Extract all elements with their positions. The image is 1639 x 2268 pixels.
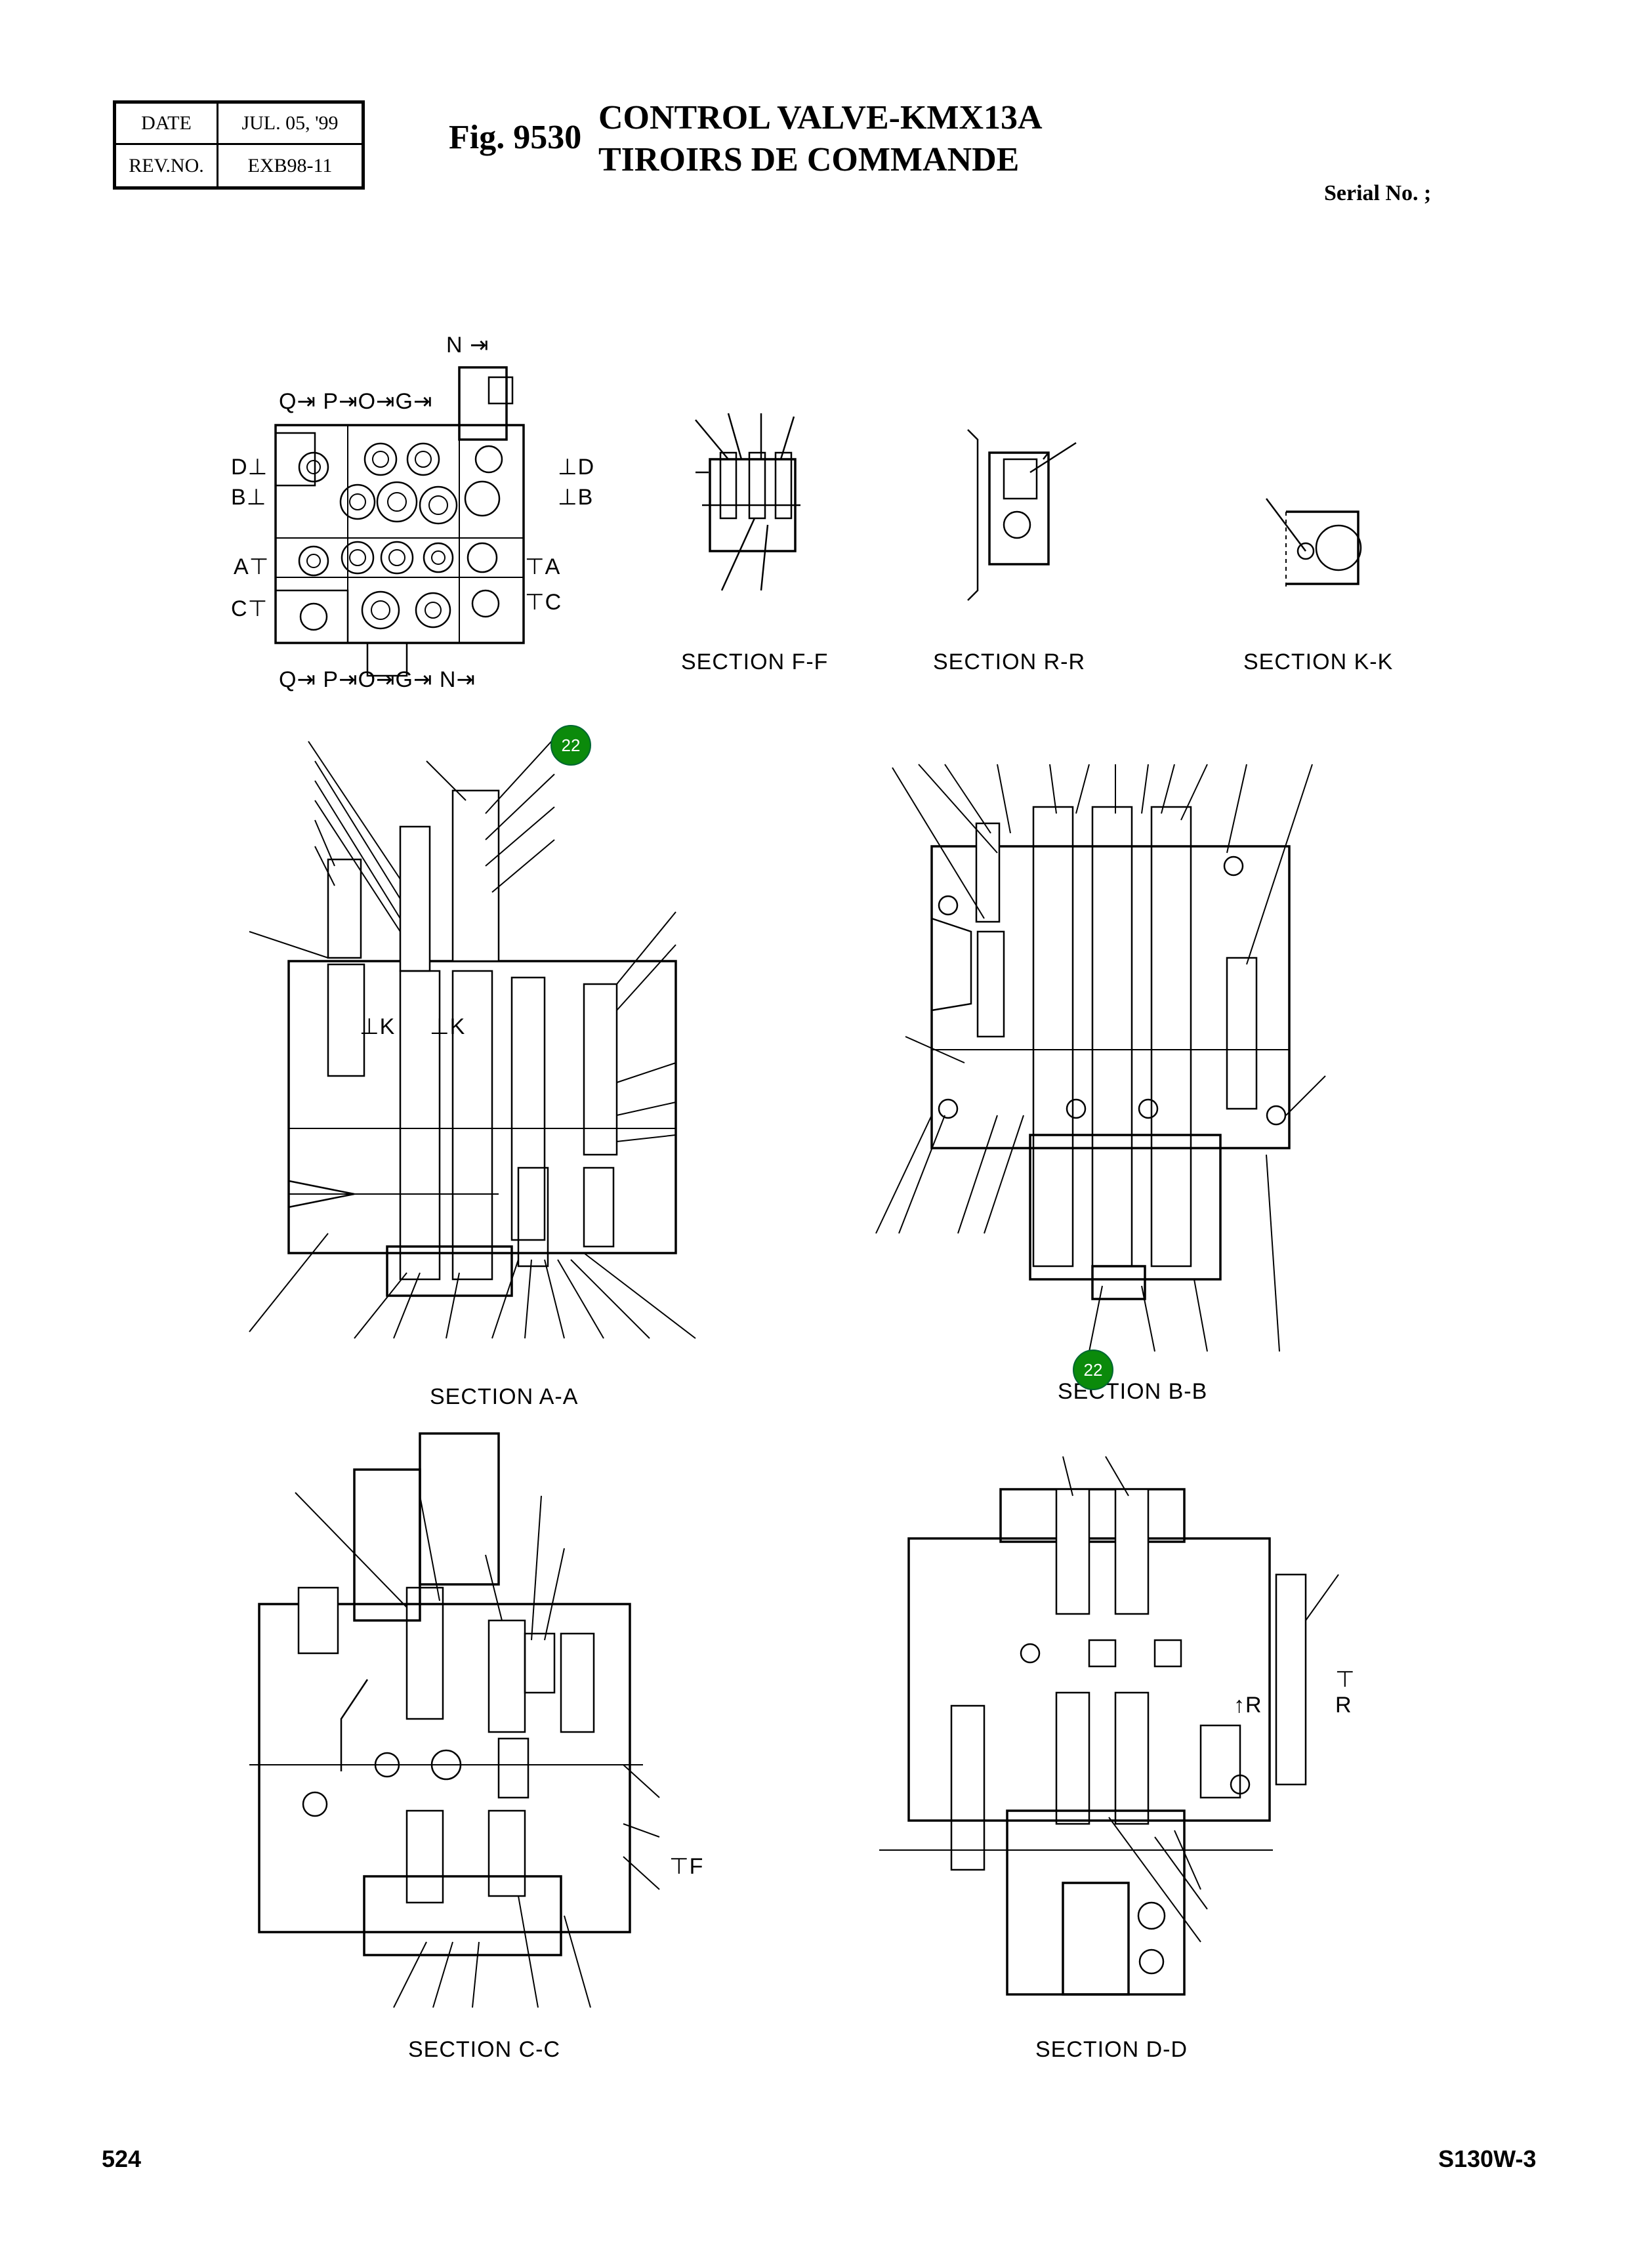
- serial-number: Serial No. ;: [1324, 181, 1432, 205]
- section-k-k-label: SECTION K-K: [1243, 649, 1394, 674]
- section-a-a-label: SECTION A-A: [430, 1384, 579, 1409]
- page-number: 524: [102, 2145, 142, 2172]
- rev-value: EXB98-11: [247, 154, 333, 176]
- right-marker-d: ⊥D: [558, 455, 595, 480]
- date-label: DATE: [116, 104, 218, 145]
- right-marker-b: ⊥B: [558, 485, 594, 510]
- bottom-row-markers: Q⇥ P⇥O⇥G⇥ N⇥: [279, 667, 476, 692]
- svg-text:22: 22: [1084, 1360, 1103, 1380]
- section-f-f-label: SECTION F-F: [681, 649, 829, 674]
- left-marker-c: C⊤: [231, 596, 268, 621]
- marker-k-right: ⊥K: [430, 1014, 466, 1039]
- rev-label: REV.NO.: [116, 145, 218, 186]
- marker-r-right: ⊤R: [1335, 1667, 1356, 1718]
- section-d-d-label: SECTION D-D: [1035, 2037, 1188, 2062]
- marker-r-left: ↑R: [1234, 1693, 1262, 1718]
- marker-f: ⊤F: [669, 1854, 704, 1879]
- right-marker-c: ⊤C: [525, 590, 562, 615]
- title-english: CONTROL VALVE-KMX13A: [598, 99, 1043, 136]
- marker-k-left: ⊥K: [360, 1014, 396, 1039]
- figure-number: Fig. 9530: [449, 119, 582, 156]
- right-marker-a: ⊤A: [525, 554, 561, 579]
- svg-text:22: 22: [562, 735, 581, 755]
- section-r-r-label: SECTION R-R: [933, 649, 1085, 674]
- callout-22-section-a-a[interactable]: 22: [550, 724, 592, 766]
- title-french: TIROIRS DE COMMANDE: [598, 141, 1020, 178]
- left-marker-b: B⊥: [231, 485, 267, 510]
- left-marker-d: D⊥: [231, 455, 268, 480]
- date-value: JUL. 05, '99: [218, 104, 362, 145]
- top-marker-n: N ⇥: [446, 333, 489, 358]
- top-row-markers: Q⇥ P⇥O⇥G⇥: [279, 389, 433, 414]
- section-c-c-label: SECTION C-C: [408, 2037, 560, 2062]
- revision-box: DATE JUL. 05, '99 REV.NO. EXB98-11: [113, 100, 365, 190]
- callout-22-section-b-b[interactable]: 22: [1072, 1349, 1114, 1391]
- model-code: S130W-3: [1438, 2145, 1537, 2172]
- left-marker-a: A⊤: [234, 554, 270, 579]
